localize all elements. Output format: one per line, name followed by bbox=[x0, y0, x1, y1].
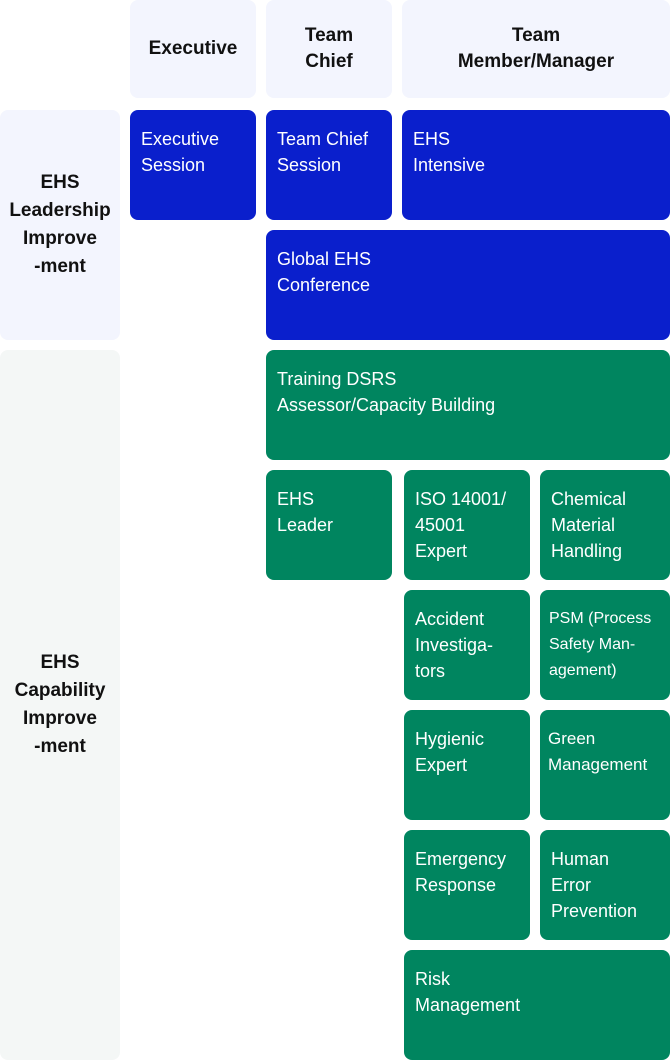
column-header-executive: Executive bbox=[130, 0, 256, 98]
program-ehs-leader: EHS Leader bbox=[266, 470, 392, 580]
row-label-leadership: EHS Leadership Improve -ment bbox=[0, 110, 120, 340]
program-emergency-response: Emergency Response bbox=[404, 830, 530, 940]
program-risk-management: Risk Management bbox=[404, 950, 670, 1060]
program-hygienic-expert: Hygienic Expert bbox=[404, 710, 530, 820]
row-label-capability: EHS Capability Improve -ment bbox=[0, 350, 120, 1060]
program-psm: PSM (Process Safety Man- agement) bbox=[540, 590, 670, 700]
program-human-error-prevention: Human Error Prevention bbox=[540, 830, 670, 940]
program-green-management: Green Management bbox=[540, 710, 670, 820]
program-iso-expert: ISO 14001/ 45001 Expert bbox=[404, 470, 530, 580]
program-team-chief-session: Team Chief Session bbox=[266, 110, 392, 220]
program-global-ehs-conference: Global EHS Conference bbox=[266, 230, 670, 340]
column-header-team-member: Team Member/Manager bbox=[402, 0, 670, 98]
program-ehs-intensive: EHS Intensive bbox=[402, 110, 670, 220]
program-accident-investigators: Accident Investiga- tors bbox=[404, 590, 530, 700]
column-header-team-chief: Team Chief bbox=[266, 0, 392, 98]
program-training-dsrs: Training DSRS Assessor/Capacity Building bbox=[266, 350, 670, 460]
program-executive-session: Executive Session bbox=[130, 110, 256, 220]
program-chemical-handling: Chemical Material Handling bbox=[540, 470, 670, 580]
